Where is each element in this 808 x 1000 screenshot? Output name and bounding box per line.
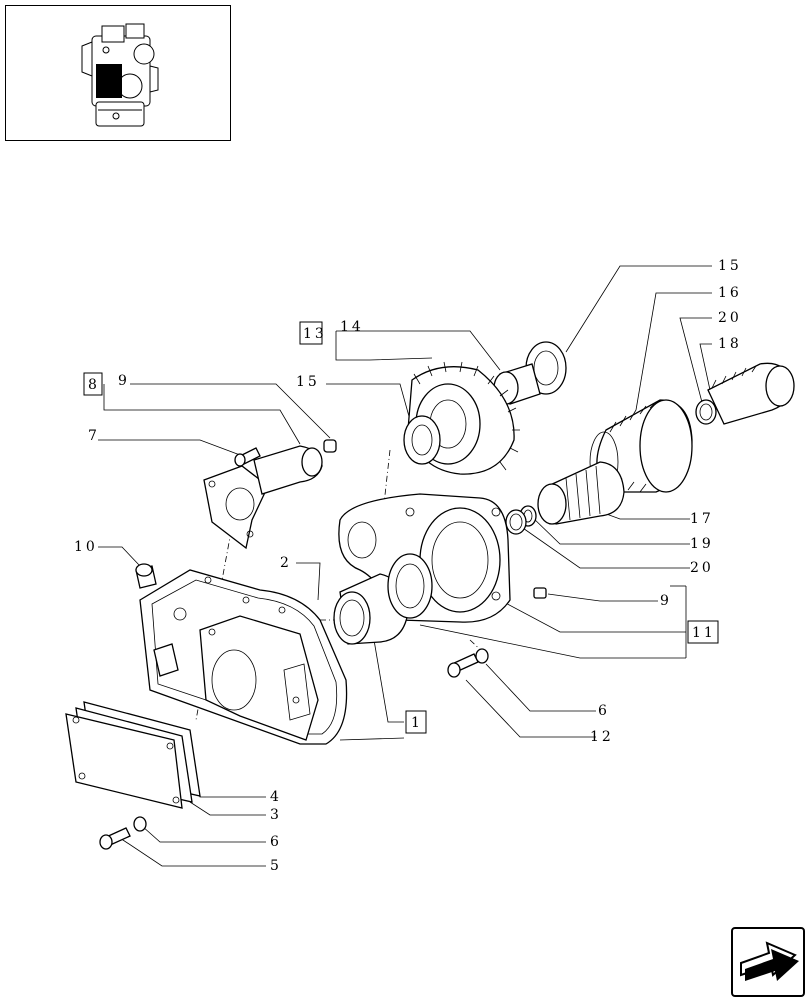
circlip-20-top [695,399,717,425]
engine-locator-icon [81,23,159,127]
callout-8-box [83,372,103,396]
engine-locator-thumbnail [5,5,231,141]
callout-20-top: 20 [718,310,742,326]
callout-15-left: 15 [296,374,320,390]
washer-6-left [133,816,147,832]
bolt-5 [99,827,131,850]
callout-8: 8 [88,377,100,393]
shaft-17 [537,461,625,525]
callout-2: 2 [280,555,292,571]
highlighted-area [96,64,122,98]
dowel-10 [135,563,157,589]
spacer-15-left [403,415,441,465]
callout-5: 5 [270,858,282,874]
circlip-20-bottom [505,509,527,535]
callout-11: 11 [692,625,716,641]
bolt-7 [234,447,261,467]
callout-16: 16 [718,285,742,301]
callout-20-bottom: 20 [690,560,714,576]
shaft-18 [707,362,795,425]
cover-plate-front [65,713,183,809]
callout-9-right: 9 [660,593,672,609]
callout-15-top: 15 [718,258,742,274]
callout-6-right: 6 [598,703,610,719]
callout-10: 10 [74,539,98,555]
callout-1-box [405,710,427,734]
plug-9-right [533,587,547,599]
callout-4: 4 [270,789,282,805]
callout-13: 13 [303,326,327,342]
callout-18: 18 [718,336,742,352]
gear-16 [589,399,693,493]
callout-3: 3 [270,807,282,823]
callout-7: 7 [88,428,100,444]
callout-19: 19 [690,536,714,552]
cover-2 [139,569,348,745]
callout-6-left: 6 [270,834,282,850]
callout-labels: 15 16 20 18 13 14 8 9 15 7 10 2 17 19 20… [74,258,742,874]
next-page-button[interactable] [731,927,805,997]
callout-12: 12 [590,729,614,745]
callout-14: 14 [340,319,364,335]
washer-6-right [475,648,489,664]
plug-9-top [323,439,337,453]
housing-11 [338,493,511,623]
callout-13-box [299,321,323,345]
callout-1: 1 [411,715,423,731]
callout-11-box [687,620,719,644]
bolt-12 [447,653,479,678]
bearing-inner [387,553,433,619]
flange-8 [203,445,323,550]
next-page-arrow-icon [740,941,799,981]
callout-9-top: 9 [118,373,130,389]
callout-17: 17 [690,511,714,527]
